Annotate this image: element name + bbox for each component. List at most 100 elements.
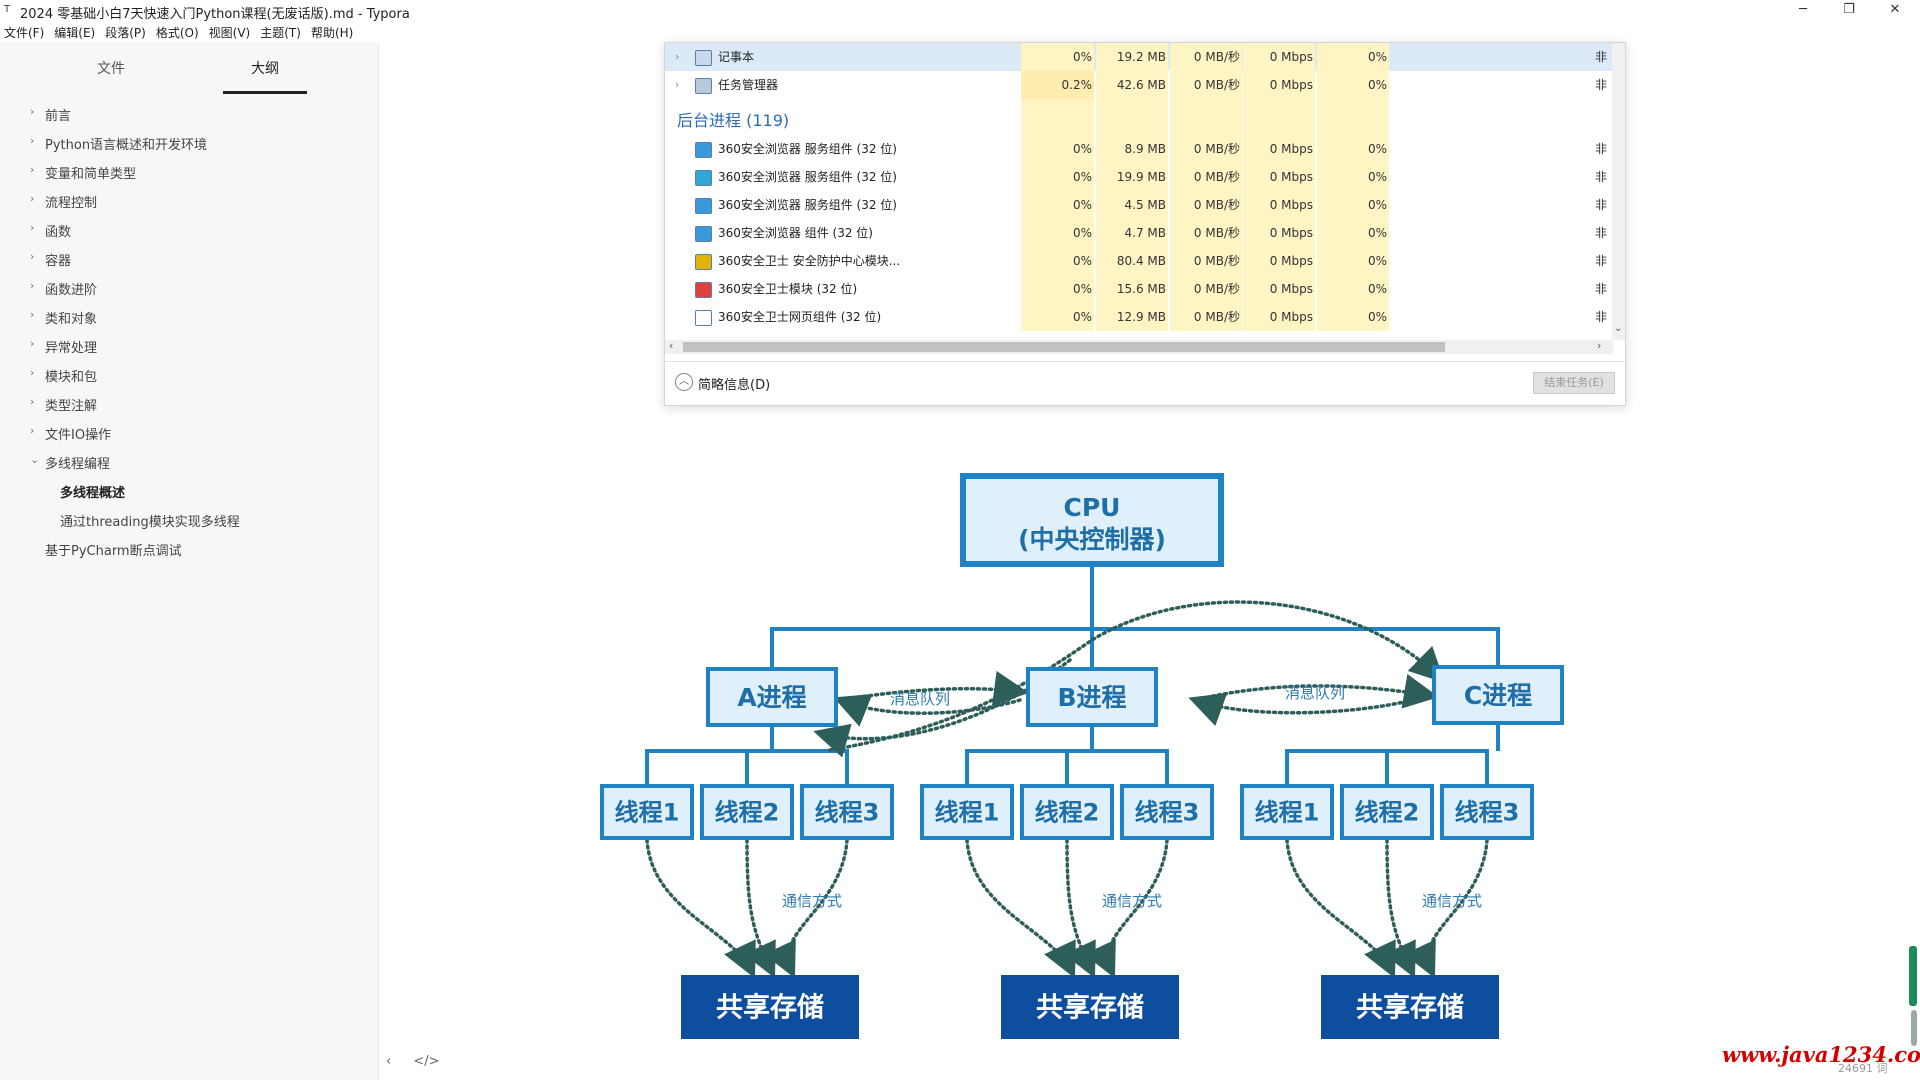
heat-cell bbox=[1096, 191, 1168, 219]
chevron-down-icon[interactable]: ⌄ bbox=[30, 453, 40, 466]
process-net: 0 Mbps bbox=[1269, 282, 1313, 296]
source-code-mode-icon[interactable]: </> bbox=[413, 1054, 440, 1069]
outline-item[interactable]: ›前言 bbox=[0, 99, 378, 128]
process-disk: 0 MB/秒 bbox=[1193, 170, 1240, 184]
chevron-right-icon[interactable]: › bbox=[30, 279, 35, 292]
scroll-right-icon[interactable]: › bbox=[1597, 339, 1602, 352]
outline-item[interactable]: 通过threading模块实现多线程 bbox=[0, 505, 378, 534]
title-bar: T 2024 零基础小白7天快速入门Python课程(无废话版).md - Ty… bbox=[0, 0, 1920, 22]
chevron-right-icon[interactable]: › bbox=[30, 308, 35, 321]
heat-cell bbox=[1096, 43, 1168, 71]
heat-cell bbox=[1243, 99, 1315, 135]
outline-item[interactable]: 多线程概述 bbox=[0, 476, 378, 505]
tab-outline[interactable]: 大纲 bbox=[251, 61, 279, 77]
scroll-down-icon[interactable]: ⌄ bbox=[1614, 323, 1623, 334]
editor-footer: ‹ </> bbox=[386, 1054, 458, 1069]
heat-cell bbox=[1096, 135, 1168, 163]
menu-edit[interactable]: 编辑(E) bbox=[54, 26, 96, 40]
outline-item[interactable]: ›Python语言概述和开发环境 bbox=[0, 128, 378, 157]
scroll-left-icon[interactable]: ‹ bbox=[669, 339, 674, 352]
outline-item[interactable]: › 容器 bbox=[0, 244, 378, 273]
outline-item-label: 函数进阶 bbox=[45, 283, 98, 298]
process-box-b-frame bbox=[1026, 667, 1158, 727]
outline-item[interactable]: ›异常处理 bbox=[0, 331, 378, 360]
comm-arrow bbox=[1285, 838, 1396, 979]
chevron-right-icon[interactable]: › bbox=[30, 134, 35, 147]
outline-item-label: 容器 bbox=[45, 254, 72, 269]
toggle-sidebar-icon[interactable]: ‹ bbox=[386, 1054, 392, 1069]
cpu-box: CPU(中央控制器) bbox=[960, 473, 1224, 567]
expand-chevron-icon[interactable]: › bbox=[675, 50, 680, 63]
expand-chevron-icon[interactable]: › bbox=[675, 78, 680, 91]
outline-item[interactable]: 基于PyCharm断点调试 bbox=[0, 534, 378, 563]
horizontal-scrollbar[interactable]: ‹ › bbox=[665, 339, 1613, 354]
outline-item[interactable]: ›文件IO操作 bbox=[0, 418, 378, 447]
outline-item[interactable]: › 函数进阶 bbox=[0, 273, 378, 302]
process-extra: 非 bbox=[1594, 50, 1607, 64]
vertical-scrollbar[interactable]: ⌄ bbox=[1612, 43, 1625, 340]
chevron-right-icon[interactable]: › bbox=[30, 221, 35, 234]
process-name: 360安全卫士模块 (32 位) bbox=[718, 282, 858, 296]
process-gpu: 0% bbox=[1367, 226, 1387, 240]
outline-item-label: 通过threading模块实现多线程 bbox=[60, 515, 240, 530]
tab-file[interactable]: 文件 bbox=[97, 61, 125, 77]
heat-cell bbox=[1170, 303, 1242, 331]
outline-item[interactable]: ›流程控制 bbox=[0, 186, 378, 215]
chevron-right-icon[interactable]: › bbox=[30, 105, 35, 118]
restore-button[interactable]: ❐ bbox=[1843, 2, 1855, 17]
chevron-right-icon[interactable]: › bbox=[30, 250, 35, 263]
brief-info-button[interactable]: 简略信息(D) bbox=[698, 378, 771, 393]
outline-item-label: 多线程概述 bbox=[60, 486, 126, 501]
outline-item[interactable]: ›函数 bbox=[0, 215, 378, 244]
menu-paragraph[interactable]: 段落(P) bbox=[105, 26, 146, 40]
outline-item[interactable]: ›变量和简单类型 bbox=[0, 157, 378, 186]
process-disk: 0 MB/秒 bbox=[1193, 50, 1240, 64]
menu-view[interactable]: 视图(V) bbox=[208, 26, 251, 40]
process-extra: 非 bbox=[1594, 78, 1607, 92]
menu-theme[interactable]: 主题(T) bbox=[260, 26, 301, 40]
close-button[interactable]: ✕ bbox=[1889, 2, 1901, 17]
thread-box-label: 线程3 bbox=[815, 799, 880, 827]
editor-scrollbar-track[interactable] bbox=[1911, 1010, 1917, 1046]
process-mem: 19.2 MB bbox=[1116, 50, 1166, 64]
thread-box: 线程2 bbox=[1340, 784, 1434, 840]
chevron-right-icon[interactable]: › bbox=[30, 366, 35, 379]
outline-item[interactable]: ⌄多线程编程 bbox=[0, 447, 378, 476]
process-box-b: B进程 bbox=[1026, 667, 1158, 727]
outline-item[interactable]: ›类和对象 bbox=[0, 302, 378, 331]
outline-item[interactable]: ›模块和包 bbox=[0, 360, 378, 389]
menu-help[interactable]: 帮助(H) bbox=[310, 26, 354, 40]
process-net: 0 Mbps bbox=[1269, 142, 1313, 156]
menu-file[interactable]: 文件(F) bbox=[4, 26, 45, 40]
chevron-right-icon[interactable]: › bbox=[30, 424, 35, 437]
word-count[interactable]: 24691 词 bbox=[1838, 1062, 1888, 1075]
heat-cell bbox=[1243, 43, 1315, 71]
chevron-right-icon[interactable]: › bbox=[30, 395, 35, 408]
heat-cell bbox=[1021, 275, 1094, 303]
360-process-icon bbox=[695, 142, 712, 158]
minimize-button[interactable]: ─ bbox=[1799, 2, 1807, 17]
chevron-right-icon[interactable]: › bbox=[30, 337, 35, 350]
chevron-right-icon[interactable]: › bbox=[30, 163, 35, 176]
chevron-right-icon[interactable]: › bbox=[30, 192, 35, 205]
watermark: www.java1234.com bbox=[1722, 1042, 1920, 1067]
outline-item[interactable]: ›类型注解 bbox=[0, 389, 378, 418]
comm-method-label: 通信方式 bbox=[1102, 892, 1162, 910]
360-process-icon bbox=[695, 198, 712, 214]
process-mem: 4.5 MB bbox=[1124, 198, 1166, 212]
menu-format[interactable]: 格式(O) bbox=[155, 26, 199, 40]
360-process-icon bbox=[695, 310, 712, 326]
end-task-button[interactable]: 结束任务(E) bbox=[1533, 372, 1615, 394]
collapse-up-icon[interactable]: ︿ bbox=[675, 373, 693, 391]
editor-scrollbar-thumb[interactable] bbox=[1909, 946, 1917, 1006]
scrollbar-thumb[interactable] bbox=[683, 342, 1445, 352]
